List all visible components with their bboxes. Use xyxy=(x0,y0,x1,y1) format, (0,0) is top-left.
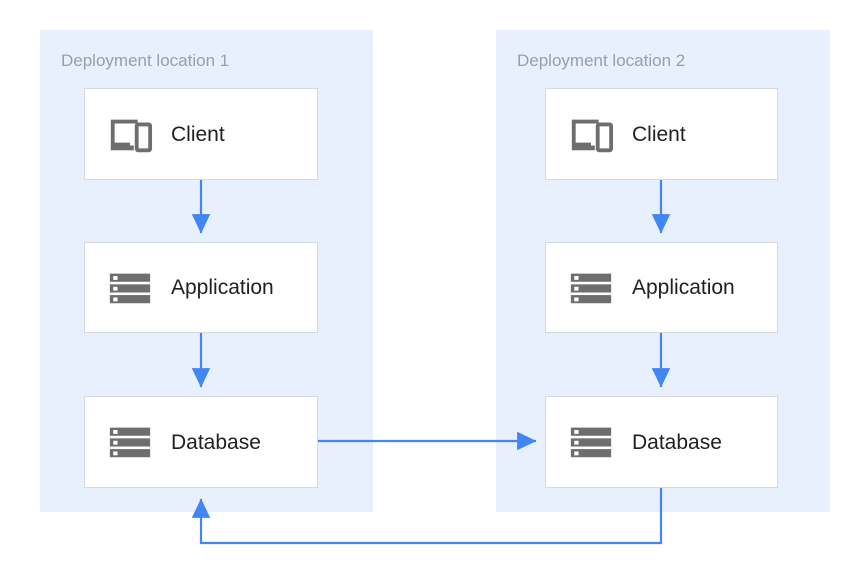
node-label: Client xyxy=(171,122,225,146)
node-database-2[interactable]: Database xyxy=(545,396,778,488)
deployment-zone-2-title: Deployment location 2 xyxy=(517,51,686,70)
server-icon xyxy=(570,427,612,458)
devices-icon xyxy=(110,119,153,153)
node-label: Database xyxy=(632,430,722,454)
server-icon xyxy=(109,427,151,458)
node-label: Application xyxy=(632,276,735,299)
deployment-zone-1-title: Deployment location 1 xyxy=(61,51,230,70)
node-database-1[interactable]: Database xyxy=(84,396,318,488)
node-application-2[interactable]: Application xyxy=(545,242,778,333)
node-client-2[interactable]: Client xyxy=(545,88,778,180)
node-client-1[interactable]: Client xyxy=(84,88,318,180)
node-label: Application xyxy=(171,276,274,299)
node-label: Client xyxy=(632,122,686,146)
node-application-1[interactable]: Application xyxy=(84,242,318,333)
server-icon xyxy=(109,273,151,303)
devices-icon xyxy=(571,119,614,153)
node-label: Database xyxy=(171,430,261,454)
server-icon xyxy=(570,273,612,303)
